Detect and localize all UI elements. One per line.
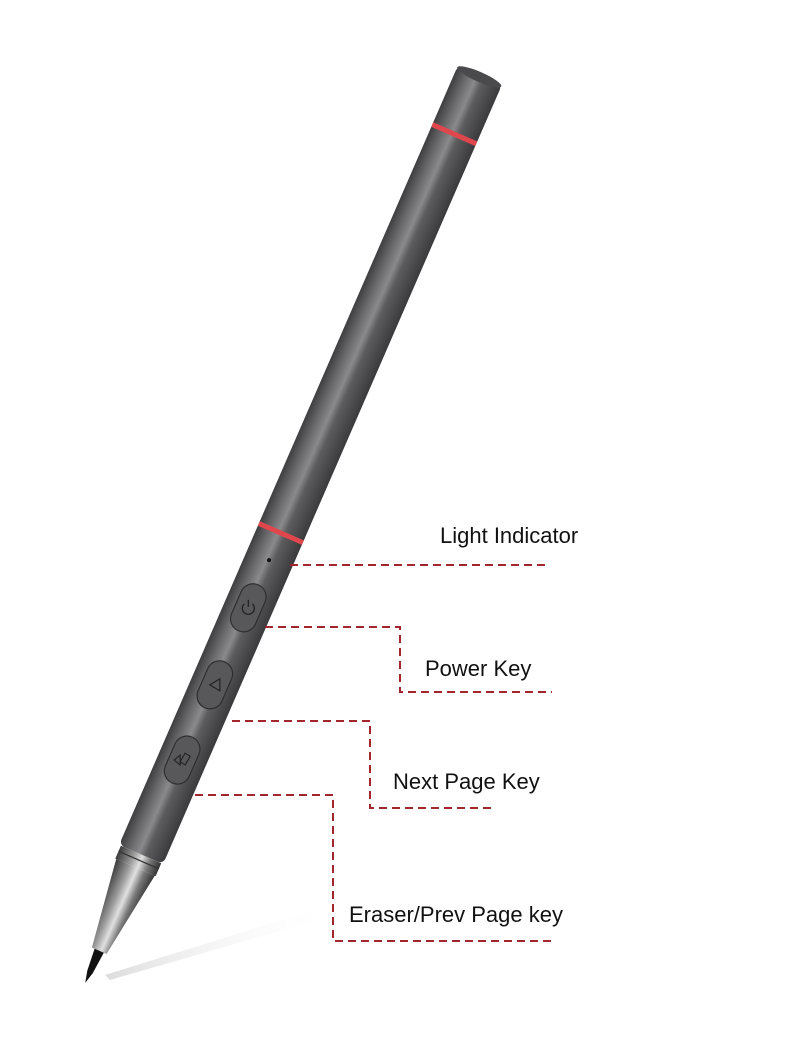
power-key-button[interactable] — [226, 580, 270, 636]
red-band-middle — [257, 521, 304, 545]
eraser-prev-page-key-button[interactable] — [160, 732, 204, 788]
callout-line-eraser-prev-page-key — [195, 794, 556, 942]
label-power-key: Power Key — [425, 656, 532, 681]
pen-cone — [91, 858, 155, 954]
pen-tip — [85, 948, 104, 983]
callout-line-next-page-key — [232, 720, 495, 809]
red-band-top — [431, 122, 478, 147]
pen-shadow — [105, 905, 335, 980]
label-next-page-key: Next Page Key — [393, 769, 540, 794]
next-page-key-button[interactable] — [193, 657, 237, 713]
next-triangle-icon — [208, 677, 221, 692]
power-icon — [241, 599, 255, 615]
eraser-prev-icon — [173, 752, 191, 767]
stylus-pen — [85, 66, 502, 983]
pen-ferrule — [115, 845, 162, 877]
label-eraser-prev-page-key: Eraser/Prev Page key — [349, 902, 563, 927]
light-indicator-dot — [267, 558, 272, 563]
callout-line-power-key — [265, 626, 552, 693]
label-light-indicator: Light Indicator — [440, 523, 579, 548]
pen-top-cap — [457, 66, 502, 88]
